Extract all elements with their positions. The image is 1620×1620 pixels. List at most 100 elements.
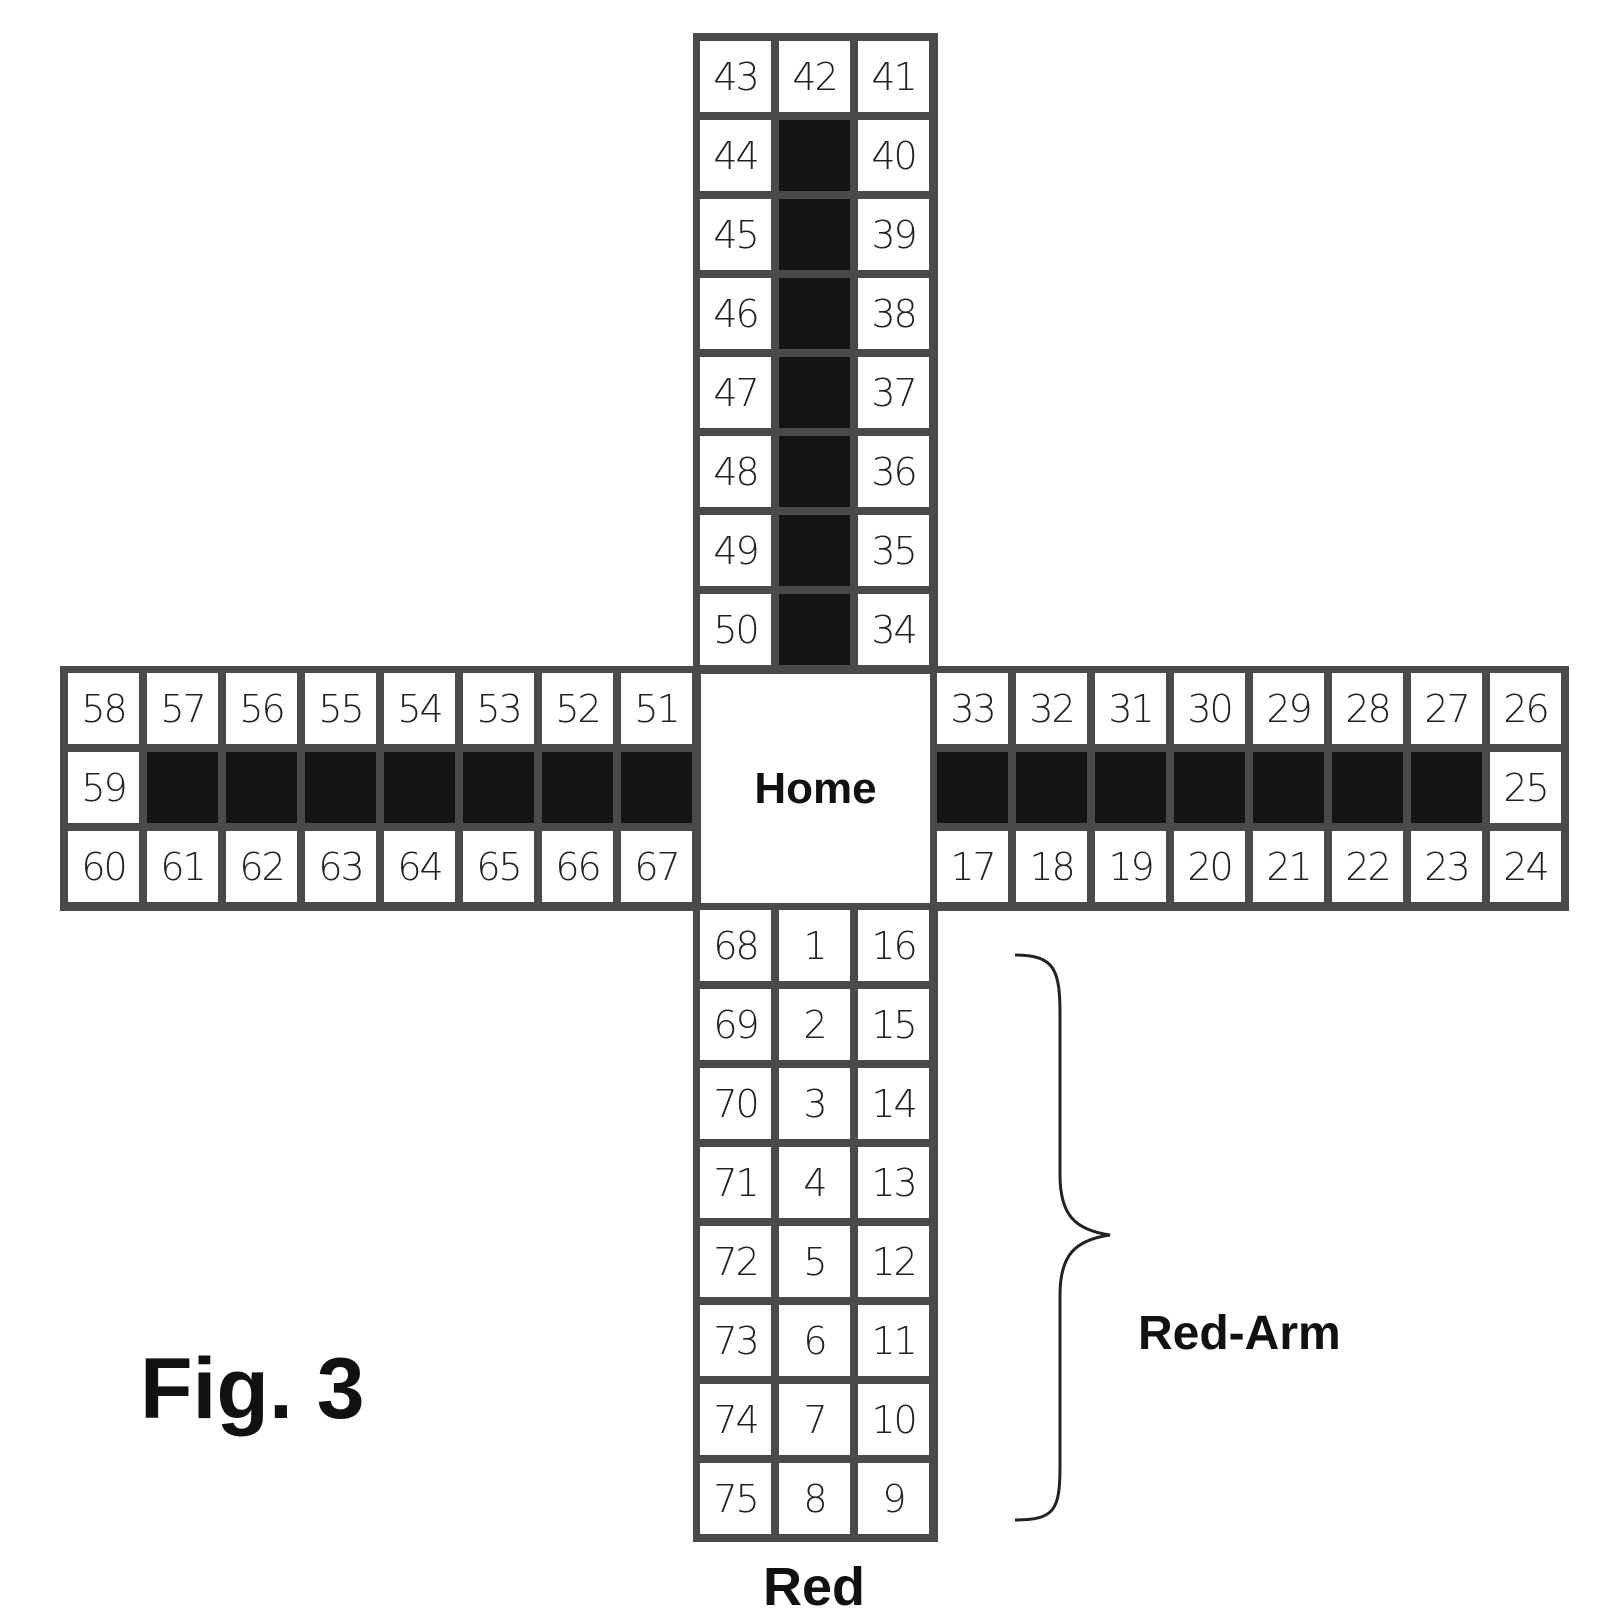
blocked-square [147,752,218,823]
blocked-square [463,752,534,823]
cell-number: 49 [700,515,771,586]
cell-number: 16 [858,910,929,981]
track-cell: 75 [696,1459,775,1538]
cell-number: 61 [147,831,218,902]
track-cell: 56 [222,669,301,748]
track-cell: 38 [854,274,933,353]
blocked-square [779,278,850,349]
cell-number: 50 [700,594,771,665]
track-cell: 54 [380,669,459,748]
cell-number: 26 [1490,673,1561,744]
track-cell: 26 [1486,669,1565,748]
cell-number: 15 [858,989,929,1060]
track-cell: 72 [696,1222,775,1301]
track-cell-blocked [775,116,854,195]
track-cell-blocked [459,748,538,827]
track-cell-blocked [775,353,854,432]
cell-number: 60 [68,831,139,902]
cell-number: 74 [700,1384,771,1455]
blocked-square [226,752,297,823]
track-cell: 66 [538,827,617,906]
track-cell: 18 [1012,827,1091,906]
cell-number: 25 [1490,752,1561,823]
track-cell: 19 [1091,827,1170,906]
track-cell: 13 [854,1143,933,1222]
cell-number: 53 [463,673,534,744]
cell-number: 41 [858,41,929,112]
track-cell: 10 [854,1380,933,1459]
cell-number: 62 [226,831,297,902]
track-cell: 62 [222,827,301,906]
track-cell: 20 [1170,827,1249,906]
track-cell: 11 [854,1301,933,1380]
track-cell: 17 [933,827,1012,906]
track-cell: 23 [1407,827,1486,906]
blocked-square [779,357,850,428]
blocked-square [1095,752,1166,823]
cell-number: 18 [1016,831,1087,902]
track-cell: 4 [775,1143,854,1222]
track-cell: 12 [854,1222,933,1301]
track-cell: 71 [696,1143,775,1222]
cell-number: 35 [858,515,929,586]
cell-number: 4 [779,1147,850,1218]
track-cell: 5 [775,1222,854,1301]
track-cell-blocked [775,590,854,669]
blocked-square [305,752,376,823]
cell-number: 32 [1016,673,1087,744]
cell-number: 37 [858,357,929,428]
cell-number: 10 [858,1384,929,1455]
cell-number: 48 [700,436,771,507]
cell-number: 31 [1095,673,1166,744]
cell-number: 70 [700,1068,771,1139]
track-cell: 63 [301,827,380,906]
track-cell: 40 [854,116,933,195]
cell-number: 71 [700,1147,771,1218]
cell-number: 2 [779,989,850,1060]
cell-number: 1 [779,910,850,981]
track-cell: 47 [696,353,775,432]
track-cell-blocked [1091,748,1170,827]
track-cell: 67 [617,827,696,906]
track-cell: 37 [854,353,933,432]
track-cell: 58 [64,669,143,748]
cell-number: 54 [384,673,455,744]
blocked-square [779,515,850,586]
blocked-square [1332,752,1403,823]
cell-number: 43 [700,41,771,112]
blocked-square [779,594,850,665]
track-cell: 39 [854,195,933,274]
blocked-square [621,752,692,823]
cell-number: 17 [937,831,1008,902]
blocked-square [1174,752,1245,823]
track-cell: 53 [459,669,538,748]
track-cell-blocked [380,748,459,827]
track-cell: 34 [854,590,933,669]
cell-number: 22 [1332,831,1403,902]
cell-number: 72 [700,1226,771,1297]
track-cell-blocked [1170,748,1249,827]
cell-number: 6 [779,1305,850,1376]
blocked-square [1016,752,1087,823]
track-cell: 28 [1328,669,1407,748]
track-cell: 74 [696,1380,775,1459]
track-cell: 31 [1091,669,1170,748]
track-cell-blocked [1407,748,1486,827]
track-cell: 68 [696,906,775,985]
track-cell: 52 [538,669,617,748]
cell-number: 47 [700,357,771,428]
track-cell: 50 [696,590,775,669]
blocked-square [1253,752,1324,823]
track-cell: 44 [696,116,775,195]
cell-number: 46 [700,278,771,349]
cell-number: 45 [700,199,771,270]
cell-number: 7 [779,1384,850,1455]
cell-number: 28 [1332,673,1403,744]
track-cell: 70 [696,1064,775,1143]
track-cell: 14 [854,1064,933,1143]
track-cell: 42 [775,37,854,116]
cell-number: 8 [779,1463,850,1534]
cell-number: 13 [858,1147,929,1218]
track-cell-blocked [538,748,617,827]
track-cell: 25 [1486,748,1565,827]
